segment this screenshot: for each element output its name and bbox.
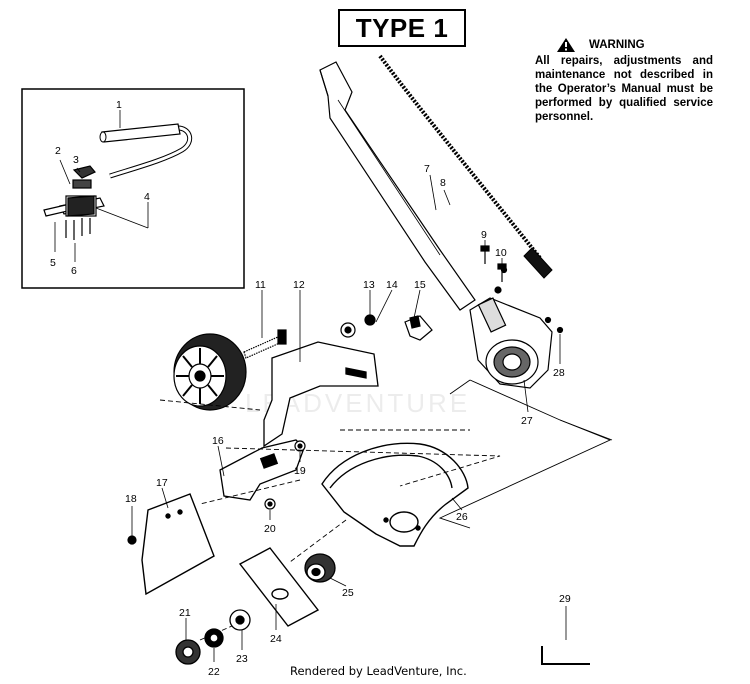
nut-21-part bbox=[175, 639, 201, 665]
callout-21: 21 bbox=[179, 607, 191, 619]
bolt-10-part bbox=[497, 263, 507, 282]
hex-wrench-part bbox=[541, 646, 590, 665]
callout-22: 22 bbox=[208, 666, 220, 678]
gearhead-part bbox=[469, 266, 564, 389]
callout-17: 17 bbox=[156, 477, 168, 489]
edger-blade-part bbox=[238, 547, 320, 627]
callout-27: 27 bbox=[521, 415, 533, 427]
callout-16: 16 bbox=[212, 435, 224, 447]
warning-notice: WARNING All repairs, adjustments and mai… bbox=[535, 38, 713, 124]
callout-2: 2 bbox=[55, 145, 61, 157]
callout-3: 3 bbox=[73, 154, 79, 166]
callout-5: 5 bbox=[50, 257, 56, 269]
inset-box bbox=[21, 88, 245, 289]
warning-heading: WARNING bbox=[589, 39, 645, 51]
shaft-tube-part bbox=[319, 61, 476, 311]
callout-29: 29 bbox=[559, 593, 571, 605]
callout-4: 4 bbox=[144, 191, 150, 203]
wheel-part bbox=[173, 333, 247, 411]
frame-lines bbox=[438, 379, 613, 529]
callout-28: 28 bbox=[553, 367, 565, 379]
callout-23: 23 bbox=[236, 653, 248, 665]
washer-23-part bbox=[229, 609, 251, 631]
callout-7: 7 bbox=[424, 163, 430, 175]
callout-10: 10 bbox=[495, 247, 507, 259]
callout-11: 11 bbox=[255, 279, 266, 291]
wheel-bracket-part bbox=[263, 341, 379, 448]
callout-9: 9 bbox=[481, 229, 487, 241]
footer-credit: Rendered by LeadVenture, Inc. bbox=[290, 664, 467, 678]
callout-leaders bbox=[131, 174, 567, 662]
callout-25: 25 bbox=[342, 587, 354, 599]
callout-12: 12 bbox=[293, 279, 305, 291]
warning-text: All repairs, adjustments and maintenance… bbox=[535, 55, 713, 123]
callout-13: 13 bbox=[363, 279, 375, 291]
warning-icon bbox=[557, 38, 575, 52]
nut-13-part bbox=[340, 322, 356, 338]
warning-header: WARNING bbox=[557, 38, 713, 52]
nut-20-part bbox=[264, 498, 276, 510]
callout-20: 20 bbox=[264, 523, 276, 535]
knob-15-part bbox=[404, 315, 433, 341]
drive-cable-part bbox=[378, 54, 553, 279]
washer-22-part bbox=[204, 628, 224, 648]
callout-6: 6 bbox=[71, 265, 77, 277]
bolt-18-part bbox=[127, 535, 137, 545]
edger-bracket-part bbox=[219, 439, 305, 501]
handle-part bbox=[99, 123, 193, 179]
callout-24: 24 bbox=[270, 633, 282, 645]
debris-flap-part bbox=[141, 493, 215, 596]
blade-adapter-part bbox=[304, 553, 336, 583]
callout-19: 19 bbox=[294, 465, 306, 477]
callout-15: 15 bbox=[414, 279, 426, 291]
blade-guard-part bbox=[321, 442, 469, 547]
handle-clamp-part bbox=[43, 165, 105, 240]
callout-8: 8 bbox=[440, 177, 446, 189]
callout-26: 26 bbox=[456, 511, 468, 523]
wheel-bolt-part bbox=[243, 329, 287, 359]
nut-19-part bbox=[294, 440, 306, 452]
diagram-title: TYPE 1 bbox=[338, 9, 466, 47]
assembly-lines bbox=[159, 399, 501, 641]
callout-1: 1 bbox=[116, 99, 122, 111]
callout-18: 18 bbox=[125, 493, 137, 505]
callout-14: 14 bbox=[386, 279, 398, 291]
inset-leaders bbox=[54, 110, 149, 262]
bolt-9-part bbox=[480, 245, 490, 264]
